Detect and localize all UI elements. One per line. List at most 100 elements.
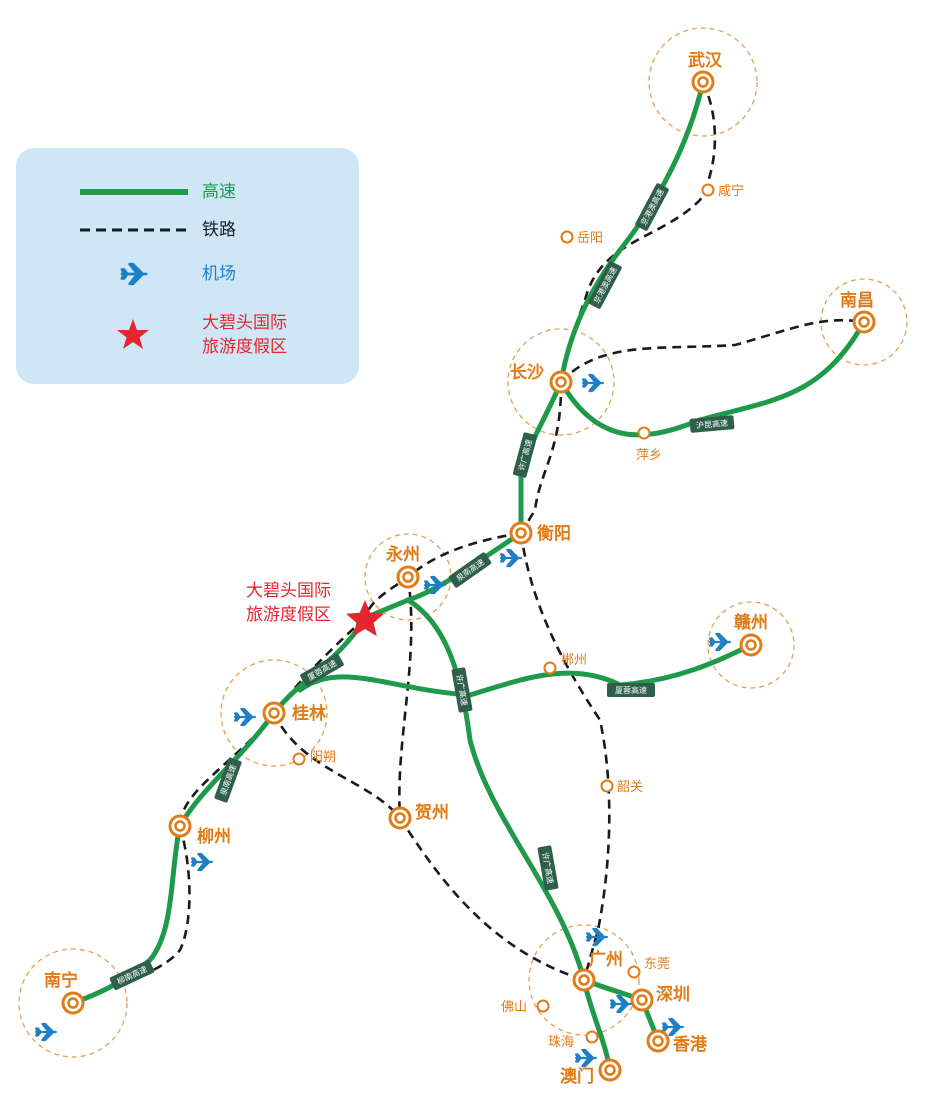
badge-quan-nan: 泉南高速 bbox=[448, 552, 492, 588]
airport-icon-hongkong bbox=[662, 1017, 684, 1037]
city-marker-macau bbox=[598, 1058, 622, 1082]
legend-label-resort-line1: 大碧头国际 bbox=[202, 313, 287, 333]
city-marker-ganzhou bbox=[739, 633, 763, 657]
highway-line-icon bbox=[80, 189, 188, 195]
city-marker-hezhou bbox=[388, 806, 412, 830]
svg-text:柳南高速: 柳南高速 bbox=[115, 964, 148, 987]
city-label-ganzhou: 赣州 bbox=[734, 612, 768, 633]
airport-icon-zhuhai bbox=[575, 1048, 597, 1068]
town-marker-yueyang bbox=[560, 230, 574, 244]
badge-xu-guang-2: 许广高速 bbox=[451, 667, 473, 713]
town-marker-foshan bbox=[536, 999, 550, 1013]
badge-xu-guang-1: 许广高速 bbox=[512, 432, 538, 478]
resort-label-line1: 大碧头国际 bbox=[246, 581, 331, 601]
city-label-changsha: 长沙 bbox=[510, 362, 544, 383]
town-markers bbox=[292, 183, 715, 1044]
town-marker-shaoguan bbox=[600, 779, 614, 793]
legend: 高速 铁路 机场 大碧头国际 旅游度假区 bbox=[16, 148, 359, 384]
airport-icon-guilin bbox=[234, 707, 256, 727]
radius-circle-ganzhou bbox=[707, 601, 795, 689]
badge-jinggang-ao-1: 京港澳高速 bbox=[635, 183, 669, 231]
legend-label-highway: 高速 bbox=[202, 182, 236, 202]
city-marker-hengyang bbox=[509, 521, 533, 545]
radius-circle-wuhan bbox=[648, 27, 758, 137]
city-label-nanning: 南宁 bbox=[44, 970, 78, 991]
legend-row-railway: 铁路 bbox=[16, 210, 359, 250]
resort-star-icon bbox=[346, 600, 384, 637]
city-marker-nanchang bbox=[852, 310, 876, 334]
city-label-liuzhou: 柳州 bbox=[197, 826, 231, 847]
legend-label-railway: 铁路 bbox=[202, 220, 236, 240]
town-marker-chenzhou bbox=[543, 661, 557, 675]
town-marker-xianning bbox=[701, 183, 715, 197]
highway-liuzhou-nanning bbox=[70, 823, 183, 1006]
town-label-foshan: 佛山 bbox=[501, 1000, 527, 1015]
badge-hu-kun: 沪昆高速 bbox=[689, 415, 735, 433]
highway-wuhan-changsha bbox=[558, 79, 706, 385]
badge-xia-rong: 厦蓉高速 bbox=[607, 683, 655, 697]
airport-icon-liuzhou bbox=[191, 852, 213, 872]
legend-label-airport: 机场 bbox=[202, 264, 236, 284]
city-marker-shenzhen bbox=[630, 988, 654, 1012]
railway-yongzhou-hezhou bbox=[398, 576, 413, 819]
town-label-chenzhou: 郴州 bbox=[561, 653, 587, 668]
railway-line-icon bbox=[80, 228, 188, 232]
town-label-pingxiang: 萍乡 bbox=[636, 448, 662, 463]
airport-icon-shenzhen bbox=[610, 994, 632, 1014]
city-marker-yongzhou bbox=[396, 565, 420, 589]
railway-guilin-hezhou bbox=[272, 712, 402, 819]
railway-hezhou-guangzhou bbox=[398, 817, 585, 982]
star-icon bbox=[117, 319, 149, 349]
radius-circle-nanning bbox=[18, 948, 128, 1058]
airport-icon bbox=[120, 262, 148, 286]
railway-liuzhou-nanning bbox=[72, 825, 191, 1005]
town-label-yangshuo: 阳朔 bbox=[310, 750, 336, 765]
city-marker-liuzhou bbox=[168, 814, 192, 838]
radius-circle-guangzhou bbox=[528, 924, 640, 1036]
airport-icon-changsha bbox=[582, 373, 604, 393]
badge-liu-nan: 柳南高速 bbox=[109, 960, 155, 990]
city-label-wuhan: 武汉 bbox=[688, 50, 723, 71]
airport-icons bbox=[35, 373, 731, 1068]
city-labels: 武汉 南昌 长沙 衡阳 永州 赣州 桂林 柳州 贺州 南宁 广州 深圳 香港 澳… bbox=[44, 50, 874, 1087]
railway-hengyang-guangzhou bbox=[519, 532, 611, 981]
town-label-yueyang: 岳阳 bbox=[577, 231, 603, 246]
railway-changsha-hengyang bbox=[519, 381, 563, 534]
town-label-dongguan: 东莞 bbox=[644, 957, 670, 972]
town-labels: 咸宁 岳阳 萍乡 郴州 韶关 阳朔 东莞 佛山 珠海 bbox=[310, 183, 744, 1050]
town-marker-zhuhai bbox=[585, 1030, 599, 1044]
airport-icon-ganzhou bbox=[709, 632, 731, 652]
airport-icon-hengyang bbox=[500, 548, 522, 568]
city-marker-changsha bbox=[549, 370, 573, 394]
city-marker-hongkong bbox=[646, 1029, 670, 1053]
city-marker-guangzhou bbox=[572, 968, 596, 992]
city-label-guilin: 桂林 bbox=[291, 703, 326, 724]
city-marker-nanning bbox=[61, 991, 85, 1015]
city-label-macau: 澳门 bbox=[560, 1066, 594, 1087]
city-marker-guilin bbox=[262, 701, 286, 725]
city-label-hongkong: 香港 bbox=[673, 1034, 708, 1055]
city-label-hezhou: 贺州 bbox=[414, 803, 449, 823]
airport-icon-guangzhou bbox=[586, 927, 608, 947]
town-marker-pingxiang bbox=[637, 426, 651, 440]
city-markers bbox=[61, 70, 876, 1082]
town-label-zhuhai: 珠海 bbox=[548, 1035, 574, 1050]
town-label-xianning: 咸宁 bbox=[718, 183, 744, 199]
radius-circle-changsha bbox=[507, 328, 615, 436]
svg-text:沪昆高速: 沪昆高速 bbox=[696, 418, 729, 431]
legend-label-resort-line2: 旅游度假区 bbox=[202, 337, 287, 357]
city-marker-wuhan bbox=[691, 70, 715, 94]
city-label-nanchang: 南昌 bbox=[840, 290, 874, 311]
radius-circle-guilin bbox=[220, 659, 328, 767]
badge-xu-guang-3: 许广高速 bbox=[537, 845, 559, 891]
highway-resort-guangzhou bbox=[405, 597, 587, 983]
city-label-shenzhen: 深圳 bbox=[656, 984, 690, 1005]
legend-row-highway: 高速 bbox=[16, 172, 359, 212]
city-label-guangzhou: 广州 bbox=[589, 949, 623, 970]
highway-guilin-liuzhou bbox=[177, 710, 277, 829]
resort-label-line2: 旅游度假区 bbox=[246, 605, 331, 625]
svg-text:厦蓉高速: 厦蓉高速 bbox=[615, 685, 647, 695]
town-marker-yangshuo bbox=[292, 752, 306, 766]
town-label-shaoguan: 韶关 bbox=[617, 779, 643, 795]
